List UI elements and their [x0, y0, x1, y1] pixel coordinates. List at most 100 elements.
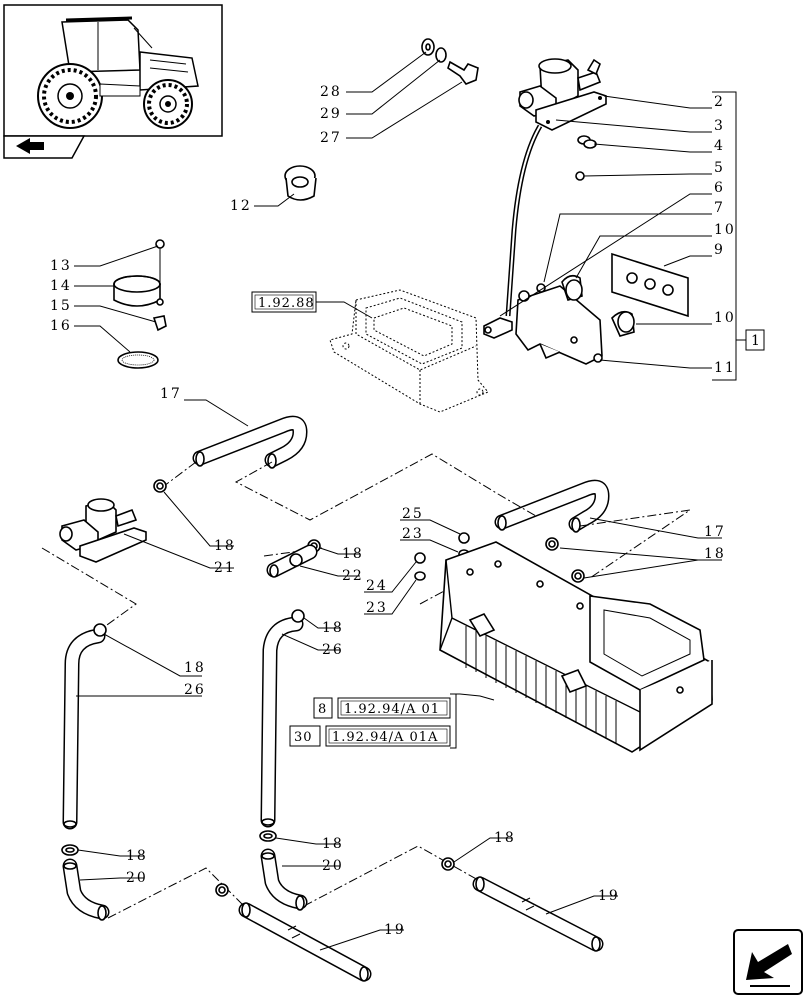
leader-11	[599, 359, 712, 369]
leader-heater-ref	[454, 693, 495, 701]
ref-box-heater-2[interactable]: 30 1.92.94/A 01A	[289, 725, 451, 747]
callout-1: 1	[751, 333, 762, 349]
leader-18d	[103, 633, 202, 677]
clamp-18-e	[545, 537, 559, 551]
leader-28	[346, 51, 427, 93]
callout-20b: 20	[322, 858, 344, 874]
leader-12	[254, 193, 295, 207]
leader-18e2	[583, 559, 699, 579]
clamp-18-f	[61, 844, 79, 856]
navigation-arrow-icon[interactable]	[733, 929, 803, 995]
clamp-18-h	[215, 883, 229, 897]
ref-box-heater-1[interactable]: 8 1.92.94/A 01	[313, 697, 451, 719]
leader-18b	[319, 547, 360, 555]
routing-left-down	[41, 547, 137, 631]
callout-28: 28	[320, 84, 342, 100]
leader-23b	[364, 579, 417, 615]
callout-13: 13	[50, 258, 72, 274]
hose-20-center	[260, 848, 308, 911]
clamp-18-a	[153, 479, 167, 493]
callout-18f: 18	[126, 848, 148, 864]
leader-ref-19288	[316, 301, 373, 319]
clamp-18-e2	[571, 569, 585, 583]
routing-upper	[234, 453, 537, 521]
leader-7	[543, 213, 712, 283]
callout-3: 3	[714, 118, 725, 134]
clamp-18-i	[441, 857, 455, 871]
leader-18h	[453, 837, 512, 863]
callout-23b: 23	[366, 600, 388, 616]
ref-engine-cover-code: 1.92.88	[258, 296, 315, 311]
callout-18a: 18	[214, 538, 236, 554]
leader-21	[123, 533, 234, 569]
callout-27: 27	[320, 130, 342, 146]
callout-6: 6	[714, 180, 725, 196]
leader-26a	[281, 633, 340, 651]
clamp-18-g	[259, 830, 277, 842]
leader-29	[346, 59, 441, 115]
group-bracket-1	[712, 91, 737, 381]
callout-29: 29	[320, 106, 342, 122]
valve-assembly	[483, 58, 689, 365]
leader-15	[74, 305, 157, 323]
callout-21: 21	[214, 560, 236, 576]
direction-arrow-icon	[3, 135, 86, 159]
callout-17a: 17	[160, 386, 182, 402]
callout-18c: 18	[322, 620, 344, 636]
hose-19-right	[472, 876, 604, 952]
leader-18c	[303, 617, 340, 629]
callout-17b: 17	[704, 524, 726, 540]
parts-28-29-27	[421, 38, 479, 85]
routing-pump	[419, 589, 447, 605]
leader-19b	[545, 895, 618, 915]
leader-9	[663, 255, 712, 267]
callout-20a: 20	[126, 870, 148, 886]
leader-18g	[275, 837, 340, 845]
ref-heater-code2: 1.92.94/A 01A	[332, 730, 438, 745]
routing-center	[263, 547, 323, 557]
callout-7: 7	[714, 200, 725, 216]
leader-22	[299, 565, 360, 577]
ref-heater-qty1: 8	[318, 702, 327, 717]
callout-25: 25	[402, 506, 424, 522]
callout-26a: 26	[322, 642, 344, 658]
callout-12: 12	[230, 198, 252, 214]
hose-26-center	[260, 609, 305, 828]
callout-22: 22	[342, 568, 364, 584]
callout-24: 24	[366, 578, 388, 594]
leader-27	[346, 81, 463, 139]
leader-19a	[319, 929, 404, 951]
leader-4	[593, 143, 712, 153]
valve-21	[59, 498, 147, 563]
leader-18f	[77, 849, 144, 857]
ref-bracket-heater	[450, 693, 457, 749]
part-22-pipe	[266, 544, 318, 578]
hose-17-upper	[192, 415, 308, 469]
leader-5	[583, 173, 712, 177]
leader-2	[603, 95, 712, 109]
ref-box-engine-cover[interactable]: 1.92.88	[251, 291, 317, 313]
callout-18e: 18	[704, 546, 726, 562]
leader-23a	[400, 539, 459, 553]
hose-20-left	[62, 858, 110, 921]
leader-6	[499, 193, 712, 317]
tractor-thumbnail	[3, 4, 223, 137]
callout-5: 5	[714, 160, 725, 176]
parts-13-16-cap	[113, 239, 167, 369]
leader-20a	[79, 877, 144, 881]
leader-18a	[163, 491, 234, 547]
callout-11: 11	[714, 360, 736, 376]
callout-2: 2	[714, 94, 725, 110]
callout-4: 4	[714, 138, 725, 154]
callout-26b: 26	[184, 682, 206, 698]
routing-left-valve	[163, 461, 197, 487]
leader-17b	[589, 517, 722, 539]
callout-23a: 23	[402, 526, 424, 542]
callout-18h: 18	[494, 830, 516, 846]
part-12-grommet	[284, 165, 317, 201]
leader-16	[74, 325, 131, 353]
callout-9: 9	[714, 242, 725, 258]
callout-10a: 10	[714, 222, 736, 238]
callout-1-box[interactable]: 1	[745, 329, 765, 351]
ref-heater-qty2: 30	[294, 730, 313, 745]
